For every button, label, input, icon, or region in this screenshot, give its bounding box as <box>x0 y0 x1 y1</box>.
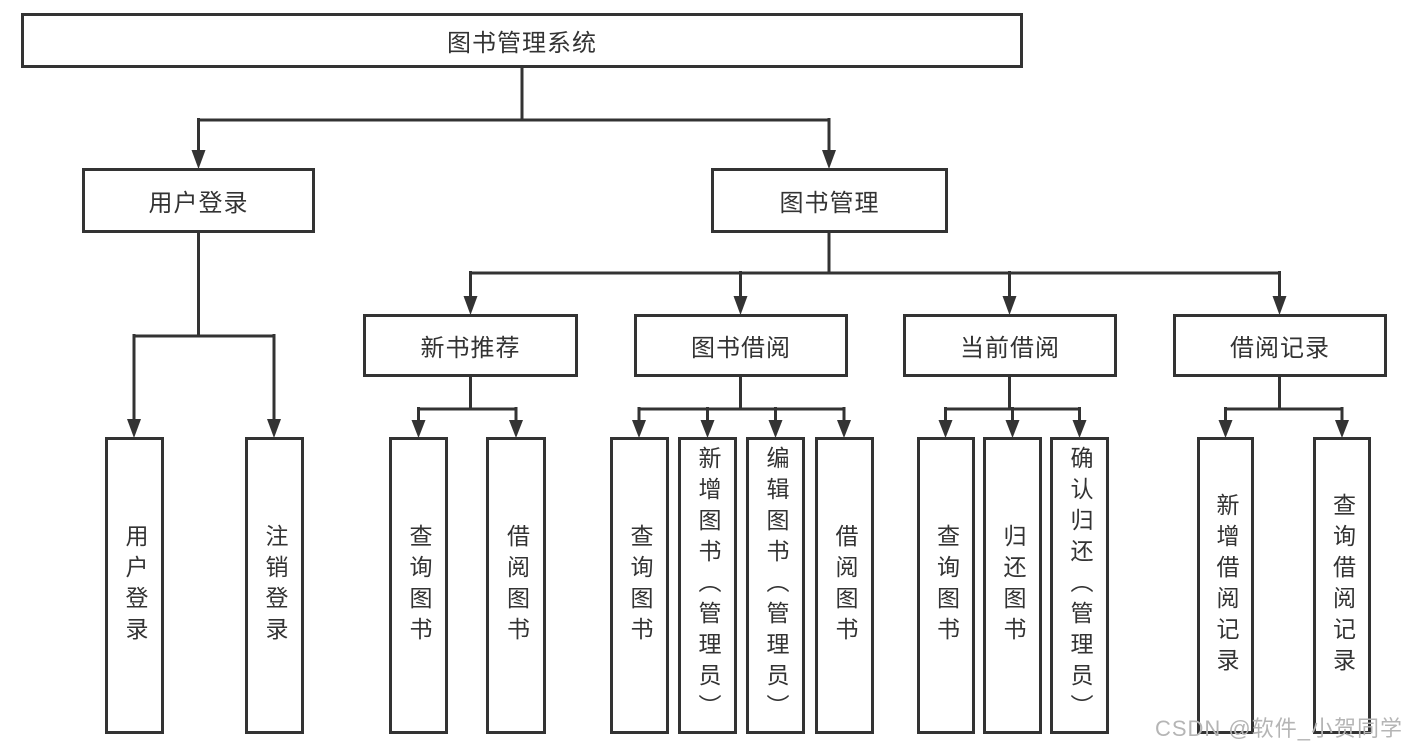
node-book-borrow: 图书借阅 <box>634 314 848 377</box>
leaf-label: 新增借阅记录 <box>1213 492 1239 679</box>
node-current-borrow: 当前借阅 <box>903 314 1117 377</box>
leaf-query-books-borrow: 查询图书 <box>610 437 669 734</box>
leaf-query-borrow-record: 查询借阅记录 <box>1313 437 1371 734</box>
leaf-label: 用户登录 <box>122 523 148 648</box>
leaf-label: 确认归还（管理员） <box>1067 446 1093 725</box>
leaf-label: 查询借阅记录 <box>1329 492 1356 679</box>
leaf-label: 注销登录 <box>262 523 288 648</box>
node-borrow-records: 借阅记录 <box>1173 314 1387 377</box>
leaf-label: 借阅图书 <box>503 523 530 648</box>
leaf-user-login: 用户登录 <box>105 437 164 734</box>
leaf-confirm-return-admin: 确认归还（管理员） <box>1050 437 1109 734</box>
leaf-label: 查询图书 <box>406 523 432 648</box>
leaf-borrow-books-recommend: 借阅图书 <box>486 437 546 734</box>
leaf-return-book: 归还图书 <box>983 437 1042 734</box>
leaf-label: 新增图书（管理员） <box>695 446 721 725</box>
leaf-label: 归还图书 <box>1000 523 1026 648</box>
leaf-query-books-current: 查询图书 <box>917 437 975 734</box>
leaf-label: 编辑图书（管理员） <box>763 446 789 725</box>
leaf-label: 查询图书 <box>627 523 653 648</box>
node-book-management-branch: 图书管理 <box>711 168 948 233</box>
node-root: 图书管理系统 <box>21 13 1023 68</box>
node-user-login-branch: 用户登录 <box>82 168 315 233</box>
leaf-edit-book-admin: 编辑图书（管理员） <box>746 437 805 734</box>
leaf-query-books-recommend: 查询图书 <box>389 437 448 734</box>
leaf-logout: 注销登录 <box>245 437 304 734</box>
leaf-add-book-admin: 新增图书（管理员） <box>678 437 737 734</box>
csdn-watermark: CSDN @软件_小贺同学 <box>1154 716 1403 741</box>
node-new-book-recommend: 新书推荐 <box>363 314 578 377</box>
leaf-label: 查询图书 <box>933 523 960 648</box>
leaf-label: 借阅图书 <box>832 523 858 648</box>
leaf-add-borrow-record: 新增借阅记录 <box>1197 437 1254 734</box>
leaf-borrow-books: 借阅图书 <box>815 437 874 734</box>
